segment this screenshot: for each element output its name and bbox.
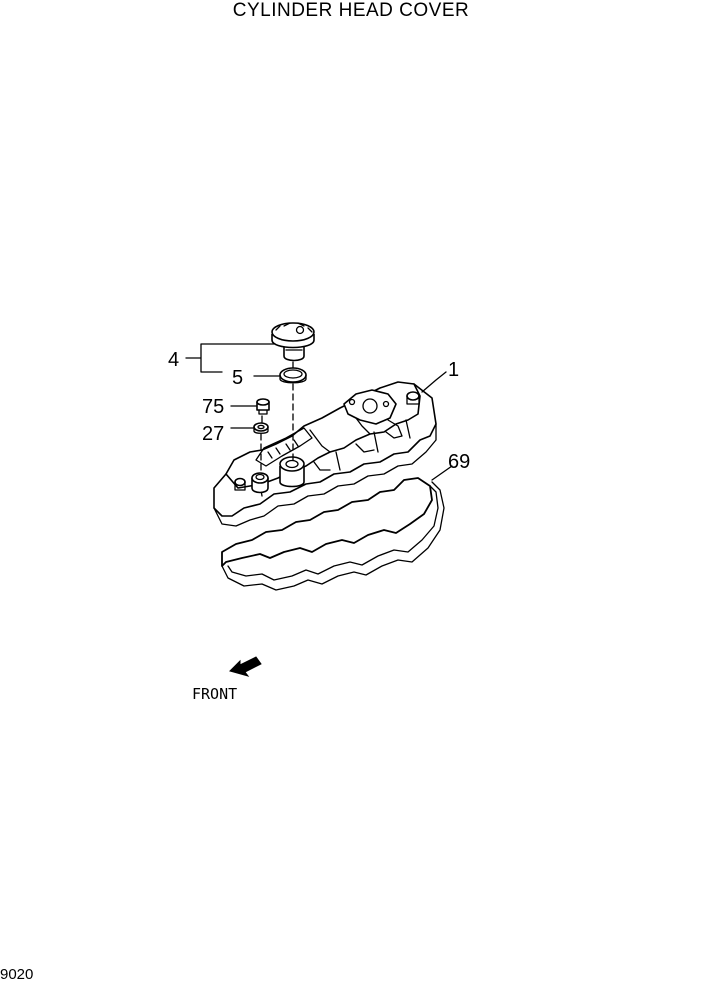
- front-arrow-icon: [229, 656, 262, 677]
- washer-part: [253, 422, 269, 434]
- callout-27-label: 27: [202, 423, 224, 445]
- gasket-part: [221, 477, 445, 591]
- callout-4-bracket: [185, 343, 275, 373]
- callout-69-label: 69: [448, 451, 470, 473]
- callout-75-label: 75: [202, 396, 224, 418]
- bolt-part: [256, 398, 270, 415]
- cylinder-head-cover-part: [213, 381, 437, 527]
- front-label: FRONT: [192, 685, 237, 703]
- page-code: 9020: [0, 966, 34, 983]
- oil-filler-cap-part: [271, 322, 315, 362]
- callout-69-leader: [431, 465, 453, 481]
- callout-4-label: 4: [168, 349, 179, 371]
- o-ring-part: [279, 367, 307, 384]
- callout-5-label: 5: [232, 367, 243, 389]
- callout-1-leader: [421, 371, 447, 393]
- callout-1-label: 1: [448, 359, 459, 381]
- page-title: CYLINDER HEAD COVER: [232, 0, 470, 21]
